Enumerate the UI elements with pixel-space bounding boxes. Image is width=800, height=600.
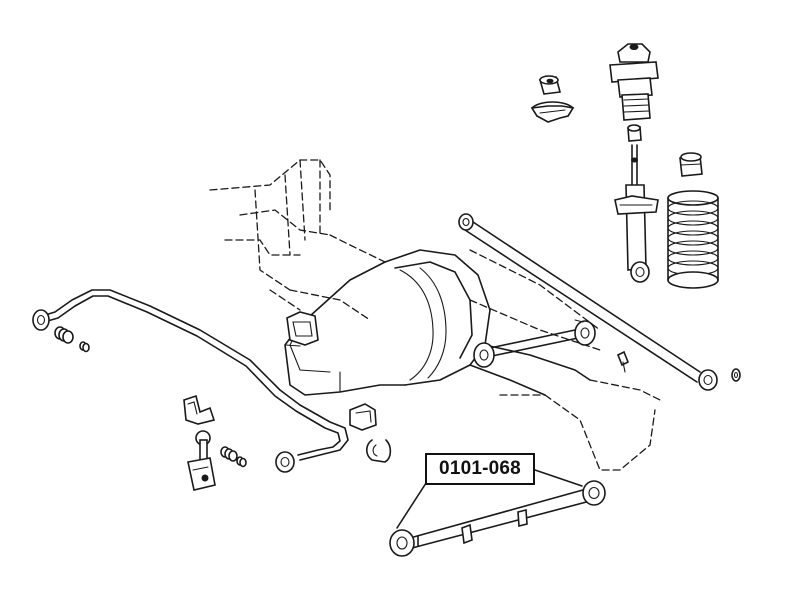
bump-stopper xyxy=(679,152,703,177)
body-frame-phantom xyxy=(209,159,661,471)
stabilizer-link-bushings xyxy=(54,326,247,468)
lateral-control-rod xyxy=(458,213,741,391)
coil-spring xyxy=(667,190,719,289)
stabilizer-bushing xyxy=(349,403,392,463)
stabilizer-bar xyxy=(32,289,349,473)
axle-housing xyxy=(284,249,591,396)
part-number-label: 0101-068 xyxy=(425,453,535,485)
upper-control-arm xyxy=(473,319,630,373)
upper-support-mount xyxy=(530,75,575,123)
stabilizer-link xyxy=(183,394,216,491)
lower-control-arm xyxy=(389,469,606,557)
shock-absorber xyxy=(609,43,659,283)
